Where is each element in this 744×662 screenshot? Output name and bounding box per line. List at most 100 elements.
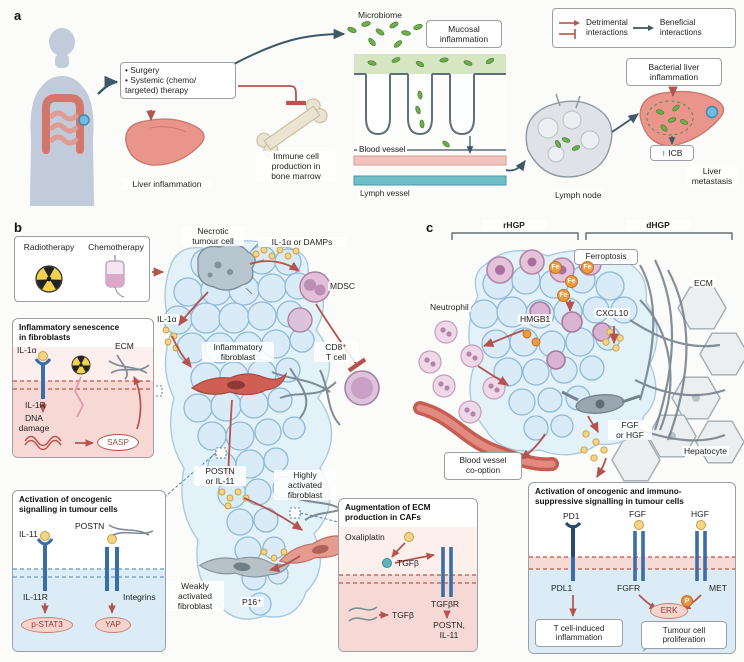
il1a-label: IL-1α xyxy=(155,314,179,325)
oncogenic-inset-box: Activation of oncogenic signalling in tu… xyxy=(12,490,166,652)
liver-icon-left xyxy=(125,118,205,166)
legend-detrimental-label: Detrimental interactions xyxy=(586,18,628,37)
detrimental-arrow-icon xyxy=(559,20,580,39)
panel-b-letter: b xyxy=(14,220,22,235)
neutrophil-label: Neutrophil xyxy=(428,302,471,313)
radioactive-icon-small xyxy=(71,355,91,375)
tgfb-dot xyxy=(382,558,392,568)
gut-illustration xyxy=(353,54,507,186)
fe-icon: Fe xyxy=(549,261,562,274)
radiotherapy-label: Radiotherapy xyxy=(23,242,75,252)
blood-vessel-c xyxy=(413,401,559,472)
metastasis-dot xyxy=(705,105,719,119)
stellate-cell-c xyxy=(561,390,641,414)
hgp-brackets xyxy=(451,232,733,240)
ligand-dots-c xyxy=(580,328,624,462)
blood-vessel-stripe xyxy=(353,155,507,166)
lymph-node-label: Lymph node xyxy=(553,190,604,201)
mdsc-cell xyxy=(299,271,331,303)
dna-icon xyxy=(24,435,62,451)
chemotherapy-label: Chemotherapy xyxy=(88,242,144,252)
necrotic-cell-label: Necrotic tumour cell xyxy=(182,226,244,247)
damage-zigzag-icon xyxy=(73,376,85,418)
tgfb-label: TGFβ xyxy=(397,558,419,568)
chemo-iv-bag-icon xyxy=(105,255,125,298)
lymph-vessel-label: Lymph vessel xyxy=(358,189,412,199)
ecm-fibers-icon xyxy=(108,524,154,536)
signalling-box-title: Activation of oncogenic and immuno- supp… xyxy=(535,487,684,506)
bone-icon xyxy=(256,98,328,158)
orange-dots-c xyxy=(522,329,541,347)
liver-metastasis-label: Liver metastasis xyxy=(686,166,738,187)
primary-tumour-dot xyxy=(78,114,90,126)
lymph-node-icon xyxy=(525,93,613,178)
ferroptosis-box: Ferroptosis xyxy=(574,249,638,265)
necrotic-tumour-cell xyxy=(197,243,265,295)
bacterial-liver-box: Bacterial liver inflammation xyxy=(626,58,722,87)
postn-label: POSTN xyxy=(75,521,105,531)
postn-il11-out-label: POSTN, IL-11 xyxy=(433,620,465,641)
blood-vessel-label: Blood vessel xyxy=(357,145,408,155)
pstat3-oval: p-STAT3 xyxy=(21,617,73,633)
icb-box: ↑ ICB xyxy=(650,145,694,162)
signalling-inset-box: Activation of oncogenic and immuno- supp… xyxy=(528,482,736,654)
legend: Detrimental interactions Beneficial inte… xyxy=(552,8,736,48)
il11-ligand-dot xyxy=(40,531,50,541)
oxaliplatin-dot xyxy=(404,532,414,542)
il11r-label: IL-11R xyxy=(23,592,48,602)
bone-marrow-label: Immune cell production in bone marrow xyxy=(256,151,336,182)
ecm-label-c: ECM xyxy=(692,278,715,289)
legend-beneficial-label: Beneficial interactions xyxy=(659,18,702,37)
beneficial-arrow-icon xyxy=(632,25,654,31)
hgf-label: HGF xyxy=(691,509,709,519)
met-label: MET xyxy=(709,583,727,593)
senescence-il1r-label: IL-1R xyxy=(25,400,46,410)
weakly-activated-label: Weakly activated fibroblast xyxy=(166,581,224,612)
tcell-inflammation-box: T cell-induced inflammation xyxy=(535,619,623,647)
inflammatory-fibroblast-shape xyxy=(190,371,288,396)
microbiome-label: Microbiome xyxy=(356,10,404,21)
mucosal-inflammation-box: Mucosal inflammation xyxy=(426,20,502,49)
panel-c-letter: c xyxy=(426,220,434,235)
radioactive-icon xyxy=(35,265,63,293)
lymph-vessel-stripe xyxy=(353,175,507,186)
cd8-t-cell-label: CD8⁺ T cell xyxy=(314,342,358,363)
ecm-fibers-icon xyxy=(348,606,378,622)
liver-inflammation-label: Liver inflammation xyxy=(122,179,212,190)
immune-cell xyxy=(287,307,313,333)
fgf-label: FGF xyxy=(629,509,646,519)
tgfb-out-label: TGFβ xyxy=(392,610,414,620)
il1a-ligand-dot xyxy=(38,351,48,361)
phosphate-icon: P xyxy=(681,595,693,607)
dna-damage-label: DNA damage xyxy=(18,413,50,434)
tgfbr-label: TGFβR xyxy=(431,599,460,609)
fgf-ligand-dot xyxy=(634,520,644,530)
tumour-proliferation-box: Tumour cell proliferation xyxy=(641,621,727,649)
postn-ligand-dot xyxy=(107,534,117,544)
fgf-hgf-label: FGF or HGF xyxy=(608,420,652,441)
hgf-ligand-dot xyxy=(696,520,706,530)
inflammatory-fibroblast-label: Inflammatory fibroblast xyxy=(202,342,274,363)
fe-icon: Fe xyxy=(557,289,570,302)
ecm-caf-inset-box: Augmentation of ECM production in CAFs O… xyxy=(338,498,478,652)
radiochemo-box: Radiotherapy Chemotherapy xyxy=(14,236,150,302)
sasp-oval: SASP xyxy=(97,434,139,451)
cxcl10-label: CXCL10 xyxy=(594,308,631,319)
dhgp-label: dHGP xyxy=(626,220,690,231)
senescence-box-title: Inflammatory senescence in fibroblasts xyxy=(19,323,120,342)
cd8-t-cell xyxy=(344,370,380,406)
hmgb1-label: HMGB1 xyxy=(518,314,553,325)
il1a-damps-label: IL-1α or DAMPs xyxy=(258,237,346,248)
hepatocyte-label: Hepatocyte xyxy=(682,446,729,457)
liver-icon-right xyxy=(639,90,725,147)
p16-label: P16⁺ xyxy=(240,597,264,608)
senescence-il1a-label: IL-1α xyxy=(17,345,37,355)
fgfr-label: FGFR xyxy=(617,583,641,593)
pd1-label: PD1 xyxy=(563,511,580,521)
highly-activated-label: Highly activated fibroblast xyxy=(274,470,336,501)
yap-oval: YAP xyxy=(95,617,131,633)
rhgp-label: rHGP xyxy=(482,220,546,231)
human-silhouette xyxy=(30,28,94,206)
senescence-ecm-label: ECM xyxy=(115,341,134,351)
